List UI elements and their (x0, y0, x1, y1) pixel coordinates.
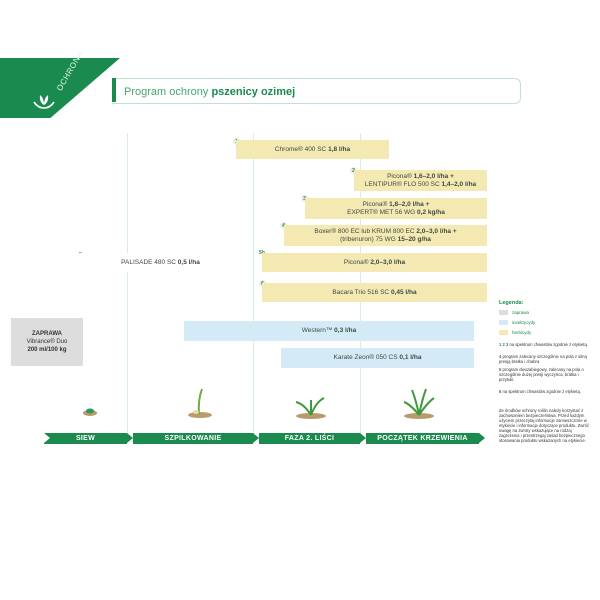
legend-swatch-seed (499, 310, 508, 315)
legend-note: 5 program dwuzabiegowy, zalecany na pola… (499, 367, 591, 382)
note-tags: 1 2 3 (499, 342, 509, 347)
treatment-dose: 2,0–3,0 l/ha (370, 258, 406, 266)
treatment-bar-picona: Picona® 2,0–3,0 l/ha (262, 253, 487, 272)
treatment-product-2: EXPERT® MET 56 WG (347, 208, 416, 216)
treatment-product: Chrome® 400 SC (274, 145, 327, 153)
treatment-bar-picona-lentipur: Picona® 1,6–2,0 l/ha +LENTIPUR® FLO 500 … (354, 170, 487, 191)
treatment-dose: 1,8 l/ha (328, 145, 351, 153)
legend-title: Legenda: (499, 300, 524, 306)
treatment-product: PALISADE 480 SC (121, 258, 176, 266)
treatment-tag: 2 (350, 167, 357, 174)
treatment-dose: 1,8–2,0 l/ha + (389, 200, 430, 208)
stage-poczatek-krzewienia: POCZĄTEK KRZEWIENIA (366, 433, 479, 444)
treatment-product-2: LENTIPUR® FLO 500 SC (364, 180, 440, 188)
stage-siew: SIEW (44, 433, 127, 444)
disclaimer: Ze środków ochrony roślin należy korzyst… (499, 408, 590, 443)
treatment-tag: 3 (301, 195, 308, 202)
treatment-dose: 0,5 l/ha (177, 258, 200, 266)
note-text: program dwuzabiegowy, zalecany na pola o… (499, 367, 584, 382)
treatment-dose: 1,6–2,0 l/ha + (413, 172, 454, 180)
legend-label: herbicydy (512, 330, 532, 335)
treatment-tag: 4 (280, 222, 287, 229)
treatment-bar-palisade: PALISADE 480 SC 0,5 l/ha (78, 253, 243, 272)
seed-treatment-box: ZAPRAWA Vibrance® Duo 200 ml/100 kg (11, 318, 83, 366)
treatment-bar-karate: Karate Zeon® 050 CS 0,1 l/ha (281, 348, 474, 368)
grid-line (127, 133, 128, 435)
treatment-product: Picona® (387, 172, 412, 180)
legend-label: insektycydy (512, 320, 536, 325)
hands-leaf-icon (33, 95, 55, 109)
seed-treatment-product: Vibrance® Duo (26, 339, 68, 345)
treatment-tag: 5b (259, 250, 265, 256)
note-text: na spektrum chwastów zgodnie z etykietą. (509, 342, 588, 347)
seed-icon (83, 408, 97, 416)
treatment-product: Bacara Trio 516 SC (332, 288, 390, 296)
stage-notch (44, 433, 50, 443)
stage-szpilkowanie: SZPILKOWANIE (133, 433, 253, 444)
treatment-dose: 2,0–3,0 l/ha + (416, 227, 457, 235)
title-bold: pszenicy ozimej (211, 86, 296, 98)
title-frame (112, 78, 521, 104)
seed-treatment-title: ZAPRAWA (32, 331, 62, 337)
note-text: na spektrum chwastów zgodnie z etykietą. (502, 389, 581, 394)
stage-arrow (253, 433, 259, 443)
treatment-bar-picona-expert: Picona® 1,8–2,0 l/ha +EXPERT® MET 56 WG … (305, 198, 487, 219)
stage-arrow (479, 433, 485, 443)
treatment-bar-western: Western™ 0,3 l/ha (184, 321, 474, 341)
treatment-bar-boxer: Boxer® 800 EC lub KRUM 800 EC 2,0–3,0 l/… (284, 225, 487, 246)
treatment-dose-2: 0,2 kg/ha (417, 208, 445, 216)
legend-note: 1 2 3 na spektrum chwastów zgodnie z ety… (499, 342, 591, 347)
title-accent (112, 78, 116, 102)
treatment-product: Karate Zeon® 050 CS (333, 354, 398, 361)
legend-label: zaprawa (512, 310, 530, 315)
two-leaf-plant-icon (295, 397, 326, 419)
legend-note: 6 na spektrum chwastów zgodnie z etykiet… (499, 389, 591, 394)
seed-treatment-dose: 200 ml/100 kg (27, 347, 67, 353)
title-prefix: Program ochrony (124, 86, 209, 98)
treatment-dose: 0,1 l/ha (399, 354, 422, 361)
treatment-dose: 0,45 l/ha (390, 288, 417, 296)
stage-arrow (360, 433, 366, 443)
treatment-bar-bacara: Bacara Trio 516 SC 0,45 l/ha (262, 283, 487, 302)
legend-swatch-insecticide (499, 320, 508, 325)
treatment-product: Picona® (343, 258, 369, 266)
sprouting-seed-icon (188, 388, 212, 418)
treatment-product: Western™ (301, 327, 333, 334)
note-text: program zalecany szczególnie na pola z s… (499, 354, 587, 364)
legend-swatch-herbicide (499, 330, 508, 335)
page-title: Program ochrony pszenicy ozimej (124, 86, 295, 98)
note-tags: 6 (499, 389, 502, 394)
stage-arrow (127, 433, 133, 443)
treatment-dose-2: 15–20 g/ha (397, 235, 431, 243)
treatment-product: Picona® (362, 200, 388, 208)
treatment-bar-chrome: Chrome® 400 SC 1,8 l/ha (236, 140, 389, 159)
treatment-dose: 0,3 l/ha (334, 327, 357, 334)
stage-faza-2-lisci: FAZA 2. LIŚCI (259, 433, 360, 444)
legend-note: 4 program zalecany szczególnie na pola z… (499, 354, 591, 364)
grid-line (253, 133, 254, 435)
treatment-product-2: (tribenuron) 75 WG (340, 235, 396, 243)
treatment-product: Boxer® 800 EC lub KRUM 800 EC (314, 227, 415, 235)
treatment-dose-2: 1,4–2,0 l/ha (441, 180, 477, 188)
tillering-plant-icon (403, 388, 435, 419)
